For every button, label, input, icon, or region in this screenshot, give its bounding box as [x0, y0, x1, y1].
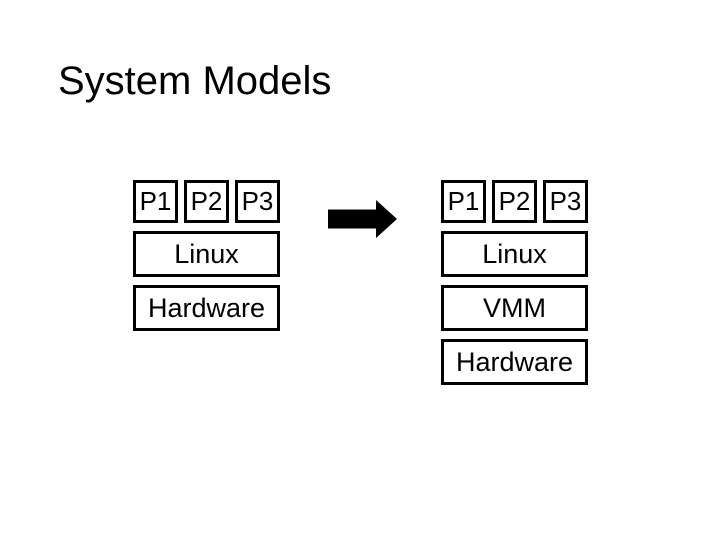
process-box-p1: P1 — [133, 180, 178, 223]
process-box-p2: P2 — [492, 180, 537, 223]
native-system-stack: P1 P2 P3 Linux Hardware — [133, 180, 280, 331]
layer-box-linux: Linux — [133, 231, 280, 277]
process-row: P1 P2 P3 — [441, 180, 588, 223]
process-row: P1 P2 P3 — [133, 180, 280, 223]
process-box-p3: P3 — [543, 180, 588, 223]
layer-box-hardware: Hardware — [441, 339, 588, 385]
layer-box-vmm: VMM — [441, 285, 588, 331]
layer-box-linux: Linux — [441, 231, 588, 277]
process-box-p1: P1 — [441, 180, 486, 223]
slide-title: System Models — [58, 59, 332, 103]
right-arrow-icon — [328, 200, 397, 238]
virtualized-system-stack: P1 P2 P3 Linux VMM Hardware — [441, 180, 588, 385]
process-box-p3: P3 — [235, 180, 280, 223]
layer-box-hardware: Hardware — [133, 285, 280, 331]
process-box-p2: P2 — [184, 180, 229, 223]
